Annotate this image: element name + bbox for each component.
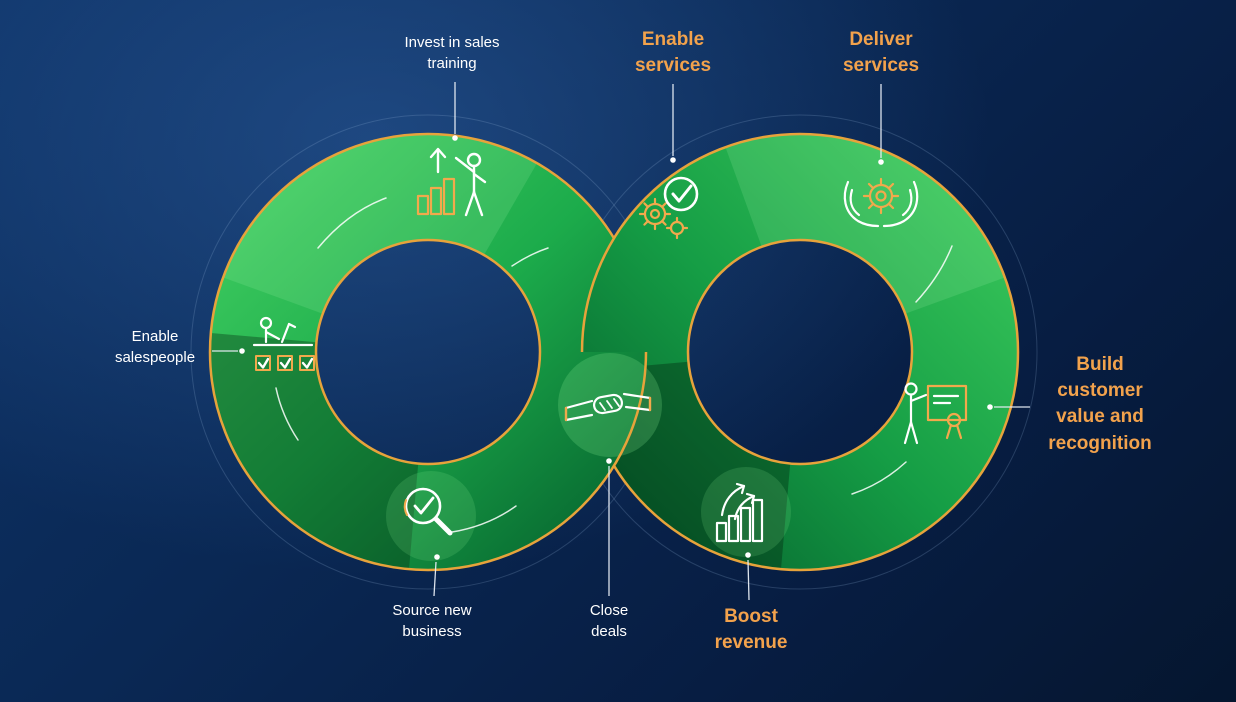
magnifier-check-icon [393, 478, 469, 554]
accent-arc-2 [511, 247, 549, 267]
arrow-and-person [429, 147, 487, 217]
checkmarks [257, 357, 314, 369]
cuffs [564, 396, 652, 422]
hands-holding-gear-icon [835, 168, 927, 244]
checkboxes [255, 355, 315, 371]
connector-source-new-business [433, 561, 437, 597]
accent-arc-4 [915, 245, 953, 303]
label-invest-in-sales-training: Invest in sales training [404, 34, 500, 73]
accent-arc-5 [851, 461, 907, 495]
label-enable-services: Enable services [634, 29, 712, 77]
connector-dot-enable-services [670, 157, 676, 163]
connector-dot-source [434, 554, 440, 560]
label-build-customer-value: Build customer value and recognition [1048, 354, 1152, 454]
label-enable-salespeople: Enable salespeople [114, 328, 196, 367]
connector-dot-boost [745, 552, 751, 558]
bar-chart-bars [416, 177, 456, 216]
check-circle [663, 176, 699, 212]
label-source-new-business: Source new business [392, 602, 472, 641]
connector-lines [212, 82, 1030, 601]
presenter-certificate-icon [896, 376, 980, 452]
hands [843, 180, 919, 228]
accent-arc [403, 499, 408, 516]
clasped-hands [564, 392, 652, 422]
check-mark [413, 496, 435, 515]
gear-check-icon [631, 168, 715, 244]
gears [638, 197, 689, 240]
accent-arc-1 [317, 197, 387, 249]
accent-arc-6 [275, 387, 299, 441]
accent-arc-3 [451, 505, 517, 533]
connector-dot-invest [452, 135, 458, 141]
connector-dot-deliver-services [878, 159, 884, 165]
ring-right-over-crossing [580, 220, 662, 352]
presenter-person [903, 382, 960, 445]
label-deliver-services: Deliver services [842, 29, 920, 77]
revenue-growth-icon [707, 475, 785, 549]
connector-dot-close-deals [606, 458, 612, 464]
label-boost-revenue: Boost revenue [714, 606, 788, 654]
growth-chart-person-icon [406, 144, 498, 228]
handshake-icon [560, 380, 656, 444]
connector-dot-enable-salespeople [239, 348, 245, 354]
bars-and-arrows [715, 482, 764, 543]
salesperson-checklist-icon [246, 312, 330, 384]
magnifier-handle [433, 516, 453, 536]
magnifier-lens [404, 487, 442, 525]
person-at-laptop [252, 316, 314, 347]
connector-boost-revenue [747, 559, 750, 601]
certificate-board [926, 384, 968, 440]
accent-arcs [275, 197, 953, 533]
connector-dot-build-customer [987, 404, 993, 410]
label-close-deals: Close deals [589, 602, 629, 641]
connector-dots [239, 135, 993, 560]
gear [862, 177, 900, 215]
